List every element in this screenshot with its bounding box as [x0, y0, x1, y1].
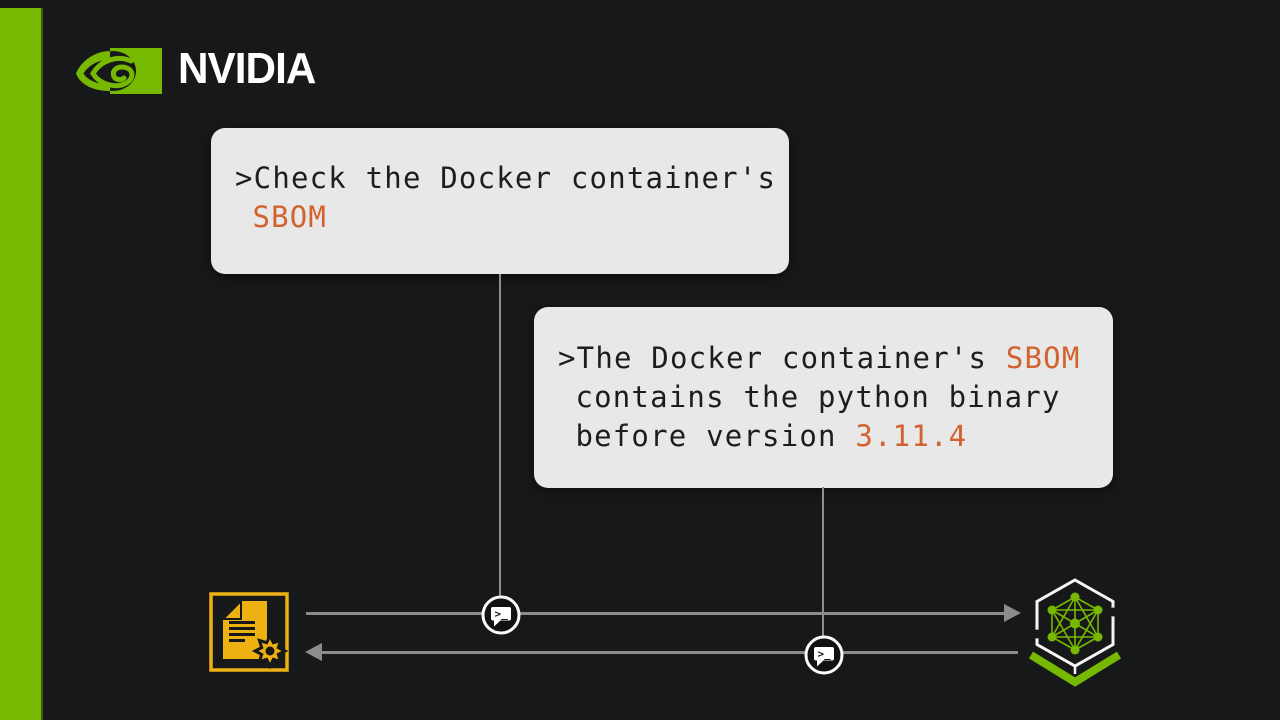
bubble2-highlight-version: 3.11.4 — [855, 419, 968, 453]
left-accent-bar — [0, 8, 43, 720]
bubble1-highlight: SBOM — [252, 200, 328, 234]
speech-bubble-response: >The Docker container's SBOM contains th… — [534, 307, 1113, 488]
ai-model-hexagon-icon — [1028, 578, 1122, 687]
bubble2-line1: >The Docker container's SBOM — [558, 339, 1113, 378]
arrow-left-icon — [305, 643, 322, 661]
network-nodes — [1047, 592, 1103, 655]
bubble2-line2-text: contains the python binary — [575, 380, 1061, 414]
bubble2-line2: contains the python binary — [558, 378, 1113, 417]
chat-prompt-glyph: >_ — [818, 648, 832, 661]
green-chevron — [1028, 651, 1122, 687]
document-frame — [209, 592, 289, 672]
eye-swirl — [90, 56, 135, 89]
bubble1-prompt: > — [235, 161, 254, 195]
hexagon-gap — [1032, 629, 1042, 639]
forward-arrow-line — [306, 612, 1006, 615]
connector-line-bubble1 — [499, 274, 501, 598]
nvidia-logo: NVIDIA — [72, 40, 321, 98]
bubble2-text: The Docker container's — [576, 341, 1006, 375]
arrow-right-icon — [1004, 604, 1021, 622]
return-arrow-line — [322, 651, 1018, 654]
terminal-chat-icon: >_ — [481, 595, 521, 635]
bubble1-line2: SBOM — [235, 198, 789, 237]
page-fold — [220, 598, 242, 620]
gear-icon — [251, 632, 289, 670]
speech-bubble-query: >Check the Docker container's SBOM — [211, 128, 789, 274]
hexagon-gap — [1108, 607, 1118, 617]
nvidia-eye-icon — [76, 48, 162, 94]
nvidia-wordmark: NVIDIA — [178, 44, 316, 93]
bubble2-line3-text: before version — [575, 419, 856, 453]
bubble1-line1: >Check the Docker container's — [235, 159, 789, 198]
terminal-chat-icon: >_ — [804, 635, 844, 675]
chat-bubble-shape — [491, 607, 511, 621]
bubble2-prompt: > — [558, 341, 577, 375]
bubble1-text: Check the Docker container's — [253, 161, 777, 195]
document-page — [220, 598, 267, 659]
chat-bubble-shape — [814, 647, 834, 661]
sbom-document-icon — [209, 592, 289, 672]
chat-bubble-tail — [494, 620, 501, 627]
bubble2-line3: before version 3.11.4 — [558, 417, 1113, 456]
bubble2-highlight-sbom: SBOM — [1005, 341, 1081, 375]
chat-prompt-glyph: >_ — [495, 608, 509, 621]
eye-outline — [76, 51, 110, 91]
chat-bubble-tail — [817, 660, 824, 667]
connector-line-bubble2 — [822, 487, 824, 638]
